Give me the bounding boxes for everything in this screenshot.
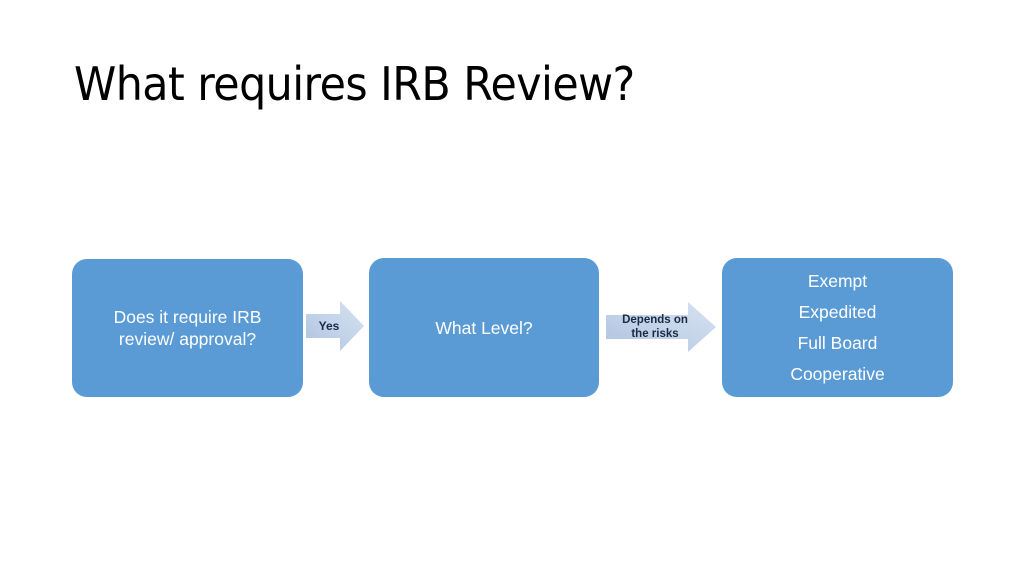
flowchart-node-levels-line-1: Exempt xyxy=(807,270,868,291)
flowchart-node-level-text: What Level? xyxy=(379,317,589,339)
flowchart-connector-yes[interactable]: Yes xyxy=(306,301,364,351)
page-title: What requires IRB Review? xyxy=(74,57,635,111)
flowchart-node-levels-line-3: Full Board xyxy=(797,332,878,353)
flowchart-node-level[interactable]: What Level? xyxy=(369,258,599,397)
flowchart-node-levels-text: Exempt Expedited Full Board Cooperative xyxy=(732,266,943,390)
flowchart-node-intake-text: Does it require IRB review/ approval? xyxy=(82,306,293,350)
right-arrow-icon xyxy=(306,301,364,351)
flowchart-node-level-line-1: What Level? xyxy=(435,317,533,338)
flowchart-connector-depends[interactable]: Depends on the risks xyxy=(606,302,716,352)
flowchart-node-levels-line-4: Cooperative xyxy=(790,363,885,384)
flowchart-node-intake-line-1: Does it require IRB xyxy=(113,307,262,327)
flowchart-node-intake[interactable]: Does it require IRB review/ approval? xyxy=(72,259,303,397)
flowchart-node-levels[interactable]: Exempt Expedited Full Board Cooperative xyxy=(722,258,953,397)
flowchart-node-intake-line-2: review/ approval? xyxy=(118,329,257,349)
flowchart-node-levels-line-2: Expedited xyxy=(798,301,877,322)
right-arrow-icon xyxy=(606,302,716,352)
